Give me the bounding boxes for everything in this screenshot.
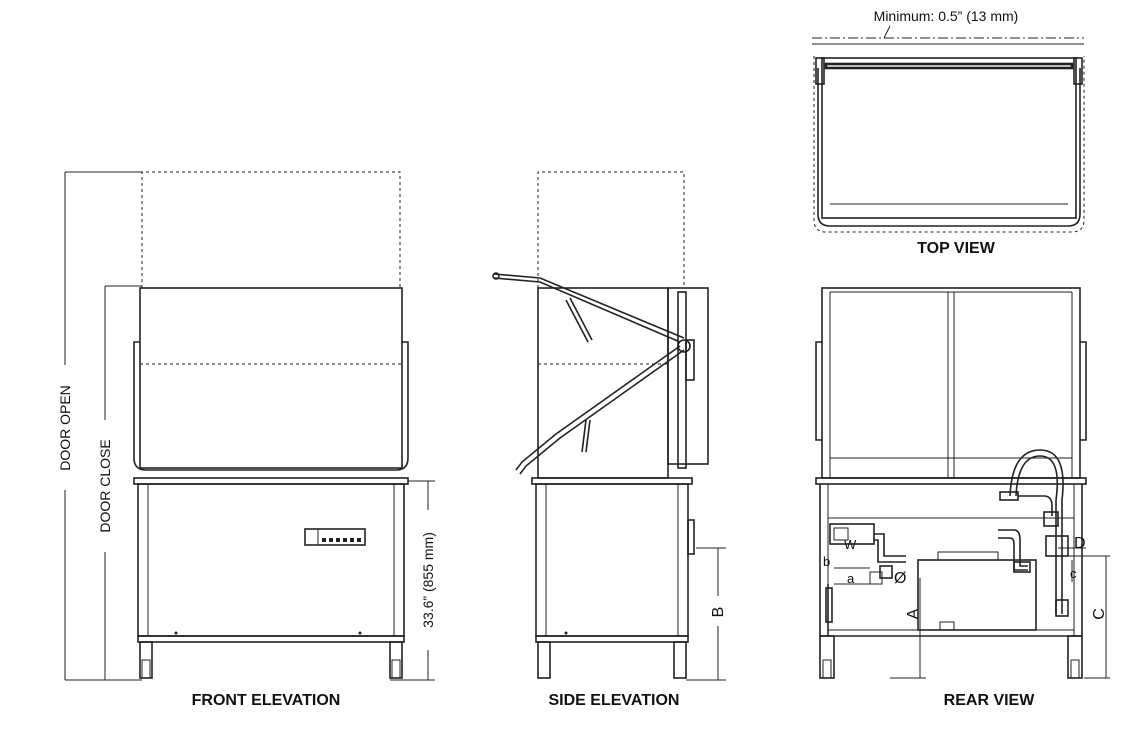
rear-w-pipe-inner xyxy=(874,539,906,563)
top-view-caption: TOP VIEW xyxy=(917,240,996,257)
rear-u-pipe-fitting xyxy=(1013,561,1031,573)
door-close-label: DOOR CLOSE xyxy=(97,439,113,532)
top-hinge-right xyxy=(1073,57,1083,85)
label-c-small: c xyxy=(1070,566,1077,581)
rear-view: W b a Ø A D c C REAR VIEW xyxy=(815,287,1110,709)
dim-c-label: C xyxy=(1091,608,1108,620)
side-handle-pivot xyxy=(677,339,691,353)
front-elevation-caption: FRONT ELEVATION xyxy=(192,692,341,709)
side-handle-tip-upper xyxy=(492,272,500,280)
side-handle-arm-upper xyxy=(493,277,681,343)
side-hinge-bracket xyxy=(685,339,695,381)
rear-foot-left xyxy=(822,659,832,679)
front-foot-left xyxy=(141,659,151,679)
rear-handle-left xyxy=(815,341,822,441)
side-leg-right xyxy=(673,641,687,679)
side-screw xyxy=(564,631,568,635)
front-door-handle xyxy=(133,341,409,471)
rear-foot-right xyxy=(1070,659,1080,679)
rear-pipe-fitting xyxy=(999,491,1019,501)
rear-u-pipe xyxy=(998,529,1028,567)
min-clearance-leader xyxy=(883,25,891,39)
rear-supply-pipe-inner xyxy=(1015,455,1059,614)
front-screw-right xyxy=(358,631,362,635)
rear-handle-right xyxy=(1080,341,1087,441)
rear-w-connection-inner xyxy=(833,527,849,541)
label-diameter: Ø xyxy=(894,570,906,587)
rear-leg-left xyxy=(819,635,835,679)
side-connection-box xyxy=(687,519,695,555)
front-foot-right xyxy=(391,659,401,679)
front-door-open-outline xyxy=(141,171,401,288)
rear-leg-right xyxy=(1067,635,1083,679)
top-view: Minimum: 0.5” (13 mm) TOP VIEW xyxy=(812,8,1085,257)
control-panel-buttons xyxy=(322,538,361,542)
side-table-top xyxy=(531,477,693,485)
side-leg-left xyxy=(537,641,551,679)
side-rear-column xyxy=(667,287,709,465)
rear-tank-lid xyxy=(937,551,999,561)
top-hinge-left xyxy=(815,57,825,85)
side-inner-arm-upper-edge xyxy=(569,297,593,341)
top-body xyxy=(821,57,1077,219)
side-base-rail xyxy=(535,635,689,643)
dim-d-label: D xyxy=(1074,535,1086,552)
side-rear-column-inner xyxy=(677,291,687,469)
front-base-rail xyxy=(137,635,405,643)
rear-drain-cap xyxy=(1055,599,1069,617)
side-handle-arm-lower-edge xyxy=(519,349,685,475)
rear-view-caption: REAR VIEW xyxy=(944,692,1036,709)
front-cabinet xyxy=(137,483,405,637)
dim-b-label: B xyxy=(710,607,727,618)
door-open-label: DOOR OPEN xyxy=(57,385,73,471)
rear-left-hose-clamp xyxy=(825,587,833,623)
side-handle-arm-lower xyxy=(515,345,681,471)
label-a-small: a xyxy=(847,571,855,586)
top-handle xyxy=(817,68,1081,227)
control-panel xyxy=(304,528,366,546)
side-hood xyxy=(537,287,669,479)
side-inner-arm-upper xyxy=(565,299,589,343)
table-height-label: 33.6” (855 mm) xyxy=(420,532,436,628)
front-table-top xyxy=(133,477,409,485)
rear-drain-box-2 xyxy=(869,571,883,585)
rear-supply-pipe xyxy=(1009,449,1064,614)
side-inner-arm-lower xyxy=(581,419,587,453)
front-hood xyxy=(139,287,403,469)
rear-w-pipe xyxy=(874,533,906,557)
side-elevation-caption: SIDE ELEVATION xyxy=(549,692,680,709)
side-inner-arm-lower-edge xyxy=(585,419,591,453)
rear-drain-outlet xyxy=(939,621,955,631)
front-elevation-view: DOOR OPEN DOOR CLOSE 33.6” (855 mm) FRON… xyxy=(57,171,436,709)
side-elevation-view: B SIDE ELEVATION xyxy=(492,171,727,709)
top-rear-rail xyxy=(824,62,1074,70)
rear-pipe-elbow xyxy=(1018,495,1053,516)
front-screw-left xyxy=(174,631,178,635)
rear-valve xyxy=(1043,511,1059,527)
top-handle-clearance xyxy=(813,56,1085,233)
rear-u-pipe-inner xyxy=(998,537,1028,571)
side-cabinet xyxy=(535,483,689,637)
rear-pump-block xyxy=(1045,535,1069,557)
dim-a-label: A xyxy=(905,608,922,619)
rear-table-top xyxy=(815,477,1087,485)
side-door-open-outline xyxy=(537,171,685,288)
label-b-small: b xyxy=(823,554,830,569)
label-w: W xyxy=(844,537,857,552)
min-clearance-label: Minimum: 0.5” (13 mm) xyxy=(874,8,1019,24)
side-handle-arm-upper-edge xyxy=(493,273,685,339)
